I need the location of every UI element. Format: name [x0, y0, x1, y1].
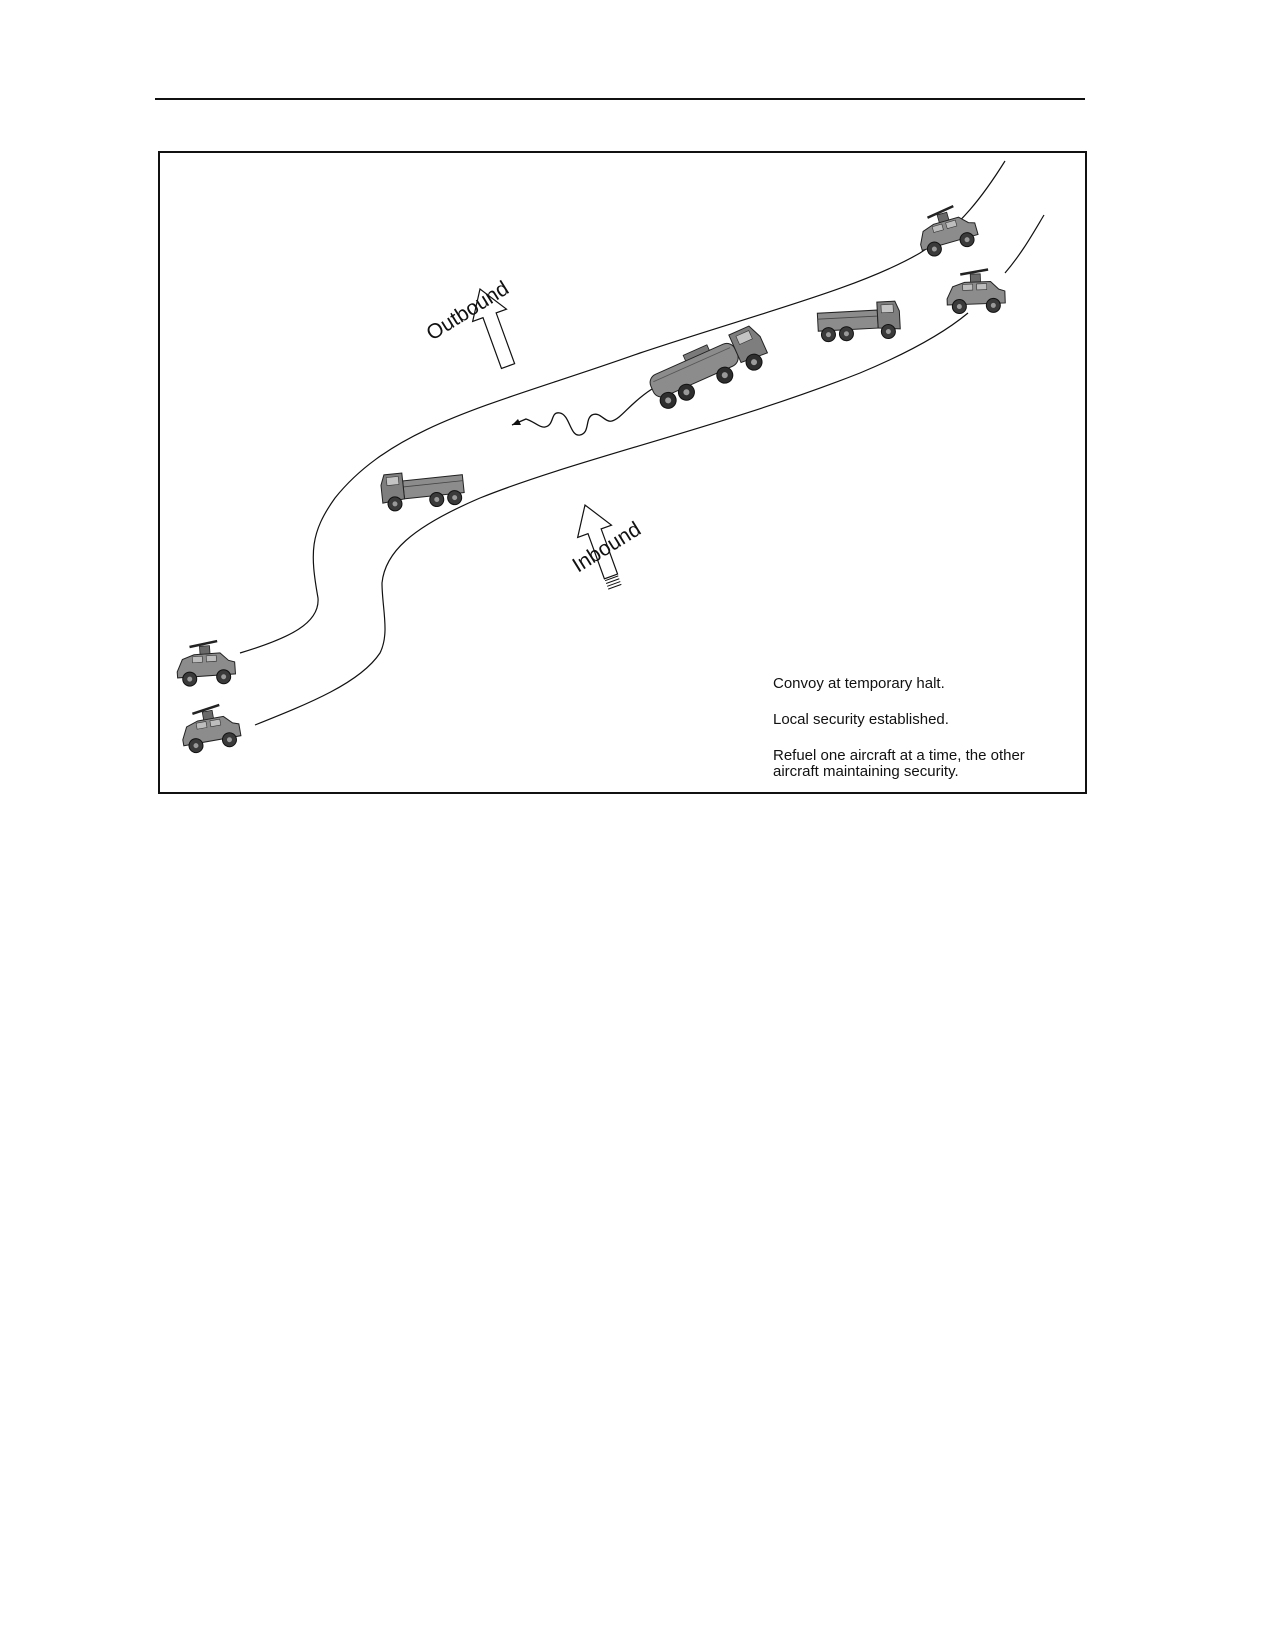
humvee-vehicle [176, 700, 244, 756]
inbound-arrow [576, 503, 622, 590]
humvee-vehicle [944, 267, 1007, 316]
road-lower-edge [254, 312, 969, 726]
note-local-security: Local security established. [773, 711, 949, 728]
header-rule [155, 98, 1085, 100]
cargo-truck-vehicle [380, 467, 465, 512]
cargo-truck-vehicle [816, 300, 902, 343]
road-lower-edge-tail [1004, 214, 1045, 274]
road-upper-edge [239, 160, 1006, 654]
figure-notes: Convoy at temporary halt. Local security… [773, 676, 1073, 780]
humvee-vehicle [911, 200, 982, 261]
fuel-hose [511, 388, 653, 436]
convoy-refuel-figure: Outbound Inbound Convoy at temporary hal… [158, 151, 1087, 794]
fuel-tanker-vehicle [644, 323, 773, 413]
fuel-nozzle [512, 419, 521, 425]
humvee-vehicle [174, 638, 238, 689]
note-convoy-halt: Convoy at temporary halt. [773, 675, 945, 692]
figure-canvas: Outbound Inbound [174, 160, 1045, 756]
outbound-arrow [471, 287, 516, 370]
note-refuel-procedure: Refuel one aircraft at a time, the other… [773, 747, 1025, 780]
